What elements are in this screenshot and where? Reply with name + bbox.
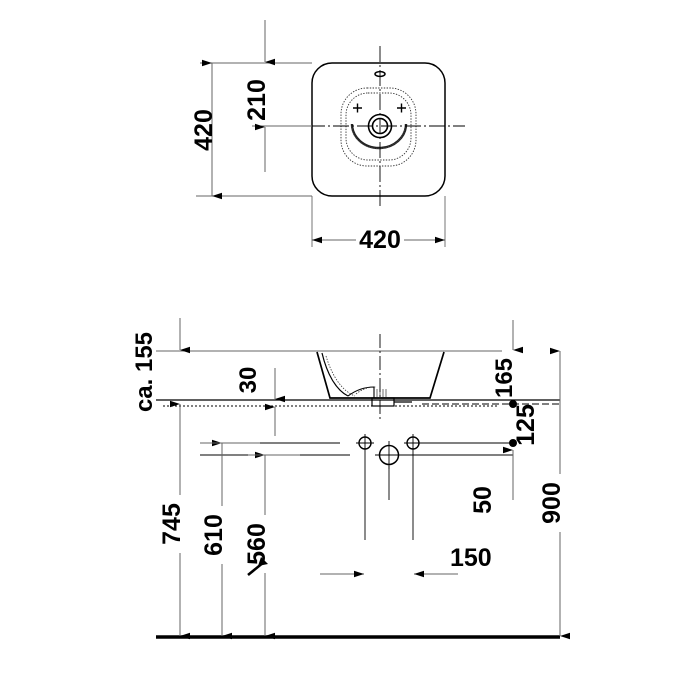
- top-dim-420-vertical-label: 420: [190, 109, 218, 151]
- top-view-bowl-outer-contour: [340, 87, 417, 167]
- side-dim-745-label: 745: [158, 503, 186, 545]
- side-dim-610-label-bg: [208, 506, 236, 564]
- side-waste-spigot: [371, 397, 395, 407]
- side-dim-125-label: 125: [512, 404, 540, 446]
- side-dim-ca155-label: ca. 155: [131, 332, 158, 412]
- side-basin-pedestal-fillet: [347, 386, 375, 398]
- side-dim-745-label-bg: [166, 495, 194, 553]
- top-view-basin-outline: [311, 62, 446, 197]
- top-view-fixing-crosses: [353, 103, 406, 113]
- top-dim-420-horizontal-label: 420: [359, 226, 401, 254]
- side-basin-hatching: [376, 389, 387, 397]
- side-drop-lines: [364, 452, 414, 540]
- side-dim-30-label: 30: [235, 367, 262, 394]
- side-dim-165-label: 165: [491, 358, 518, 398]
- top-view-extension-lines: [196, 62, 446, 247]
- side-dim-50-label: 50: [469, 486, 497, 514]
- side-basin-inner-wall: [321, 352, 349, 397]
- top-dim-420-horizontal-label-bg: [356, 228, 404, 252]
- side-dim-560-arrow-glyph: [247, 557, 268, 577]
- side-dim-560-label: 560: [243, 523, 271, 565]
- side-dim-900-label-bg: [546, 474, 574, 532]
- side-basin-outer-profile: [316, 351, 445, 399]
- side-basin-inner-wall-hidden: [325, 355, 356, 397]
- top-view-bowl-inner-contour: [345, 92, 412, 161]
- top-view-bowl-shelf: [350, 123, 408, 150]
- side-supply-holes: [356, 434, 422, 452]
- side-view-group: ca. 155 745 610 560 30: [131, 318, 574, 640]
- side-basin-pedestal-hidden: [355, 386, 377, 395]
- side-node-dot-lower: [509, 439, 517, 447]
- side-node-dot-upper: [509, 400, 517, 408]
- top-view-centre-lines: [285, 46, 465, 208]
- side-dim-900-label: 900: [538, 482, 566, 524]
- side-waste-hole: [375, 441, 403, 469]
- side-dim-150-label: 150: [450, 544, 492, 572]
- top-view-group: 420 210 420: [190, 20, 465, 254]
- top-dim-210-label: 210: [243, 79, 271, 121]
- side-dim-610-label: 610: [200, 514, 228, 556]
